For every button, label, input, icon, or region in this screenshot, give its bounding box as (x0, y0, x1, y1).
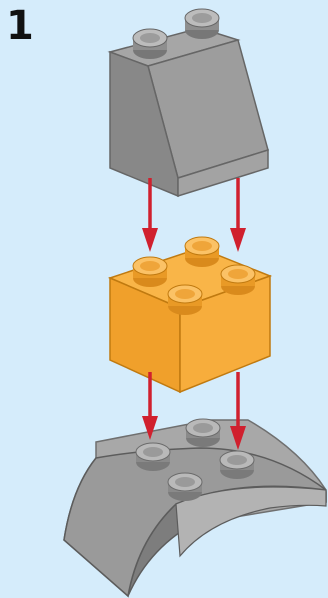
stud (185, 9, 219, 39)
stud (168, 473, 202, 501)
stud (185, 237, 219, 267)
stud (168, 285, 202, 315)
stud (186, 419, 220, 447)
down-arrow (142, 178, 158, 252)
gray-curved-base-brick (64, 419, 326, 596)
stud (133, 257, 167, 287)
stud (221, 265, 255, 295)
stud (220, 451, 254, 479)
stud (133, 29, 167, 59)
gray-slope-brick (110, 9, 268, 196)
down-arrow (230, 178, 246, 252)
stud (136, 443, 170, 471)
orange-2x2-brick (110, 237, 270, 392)
